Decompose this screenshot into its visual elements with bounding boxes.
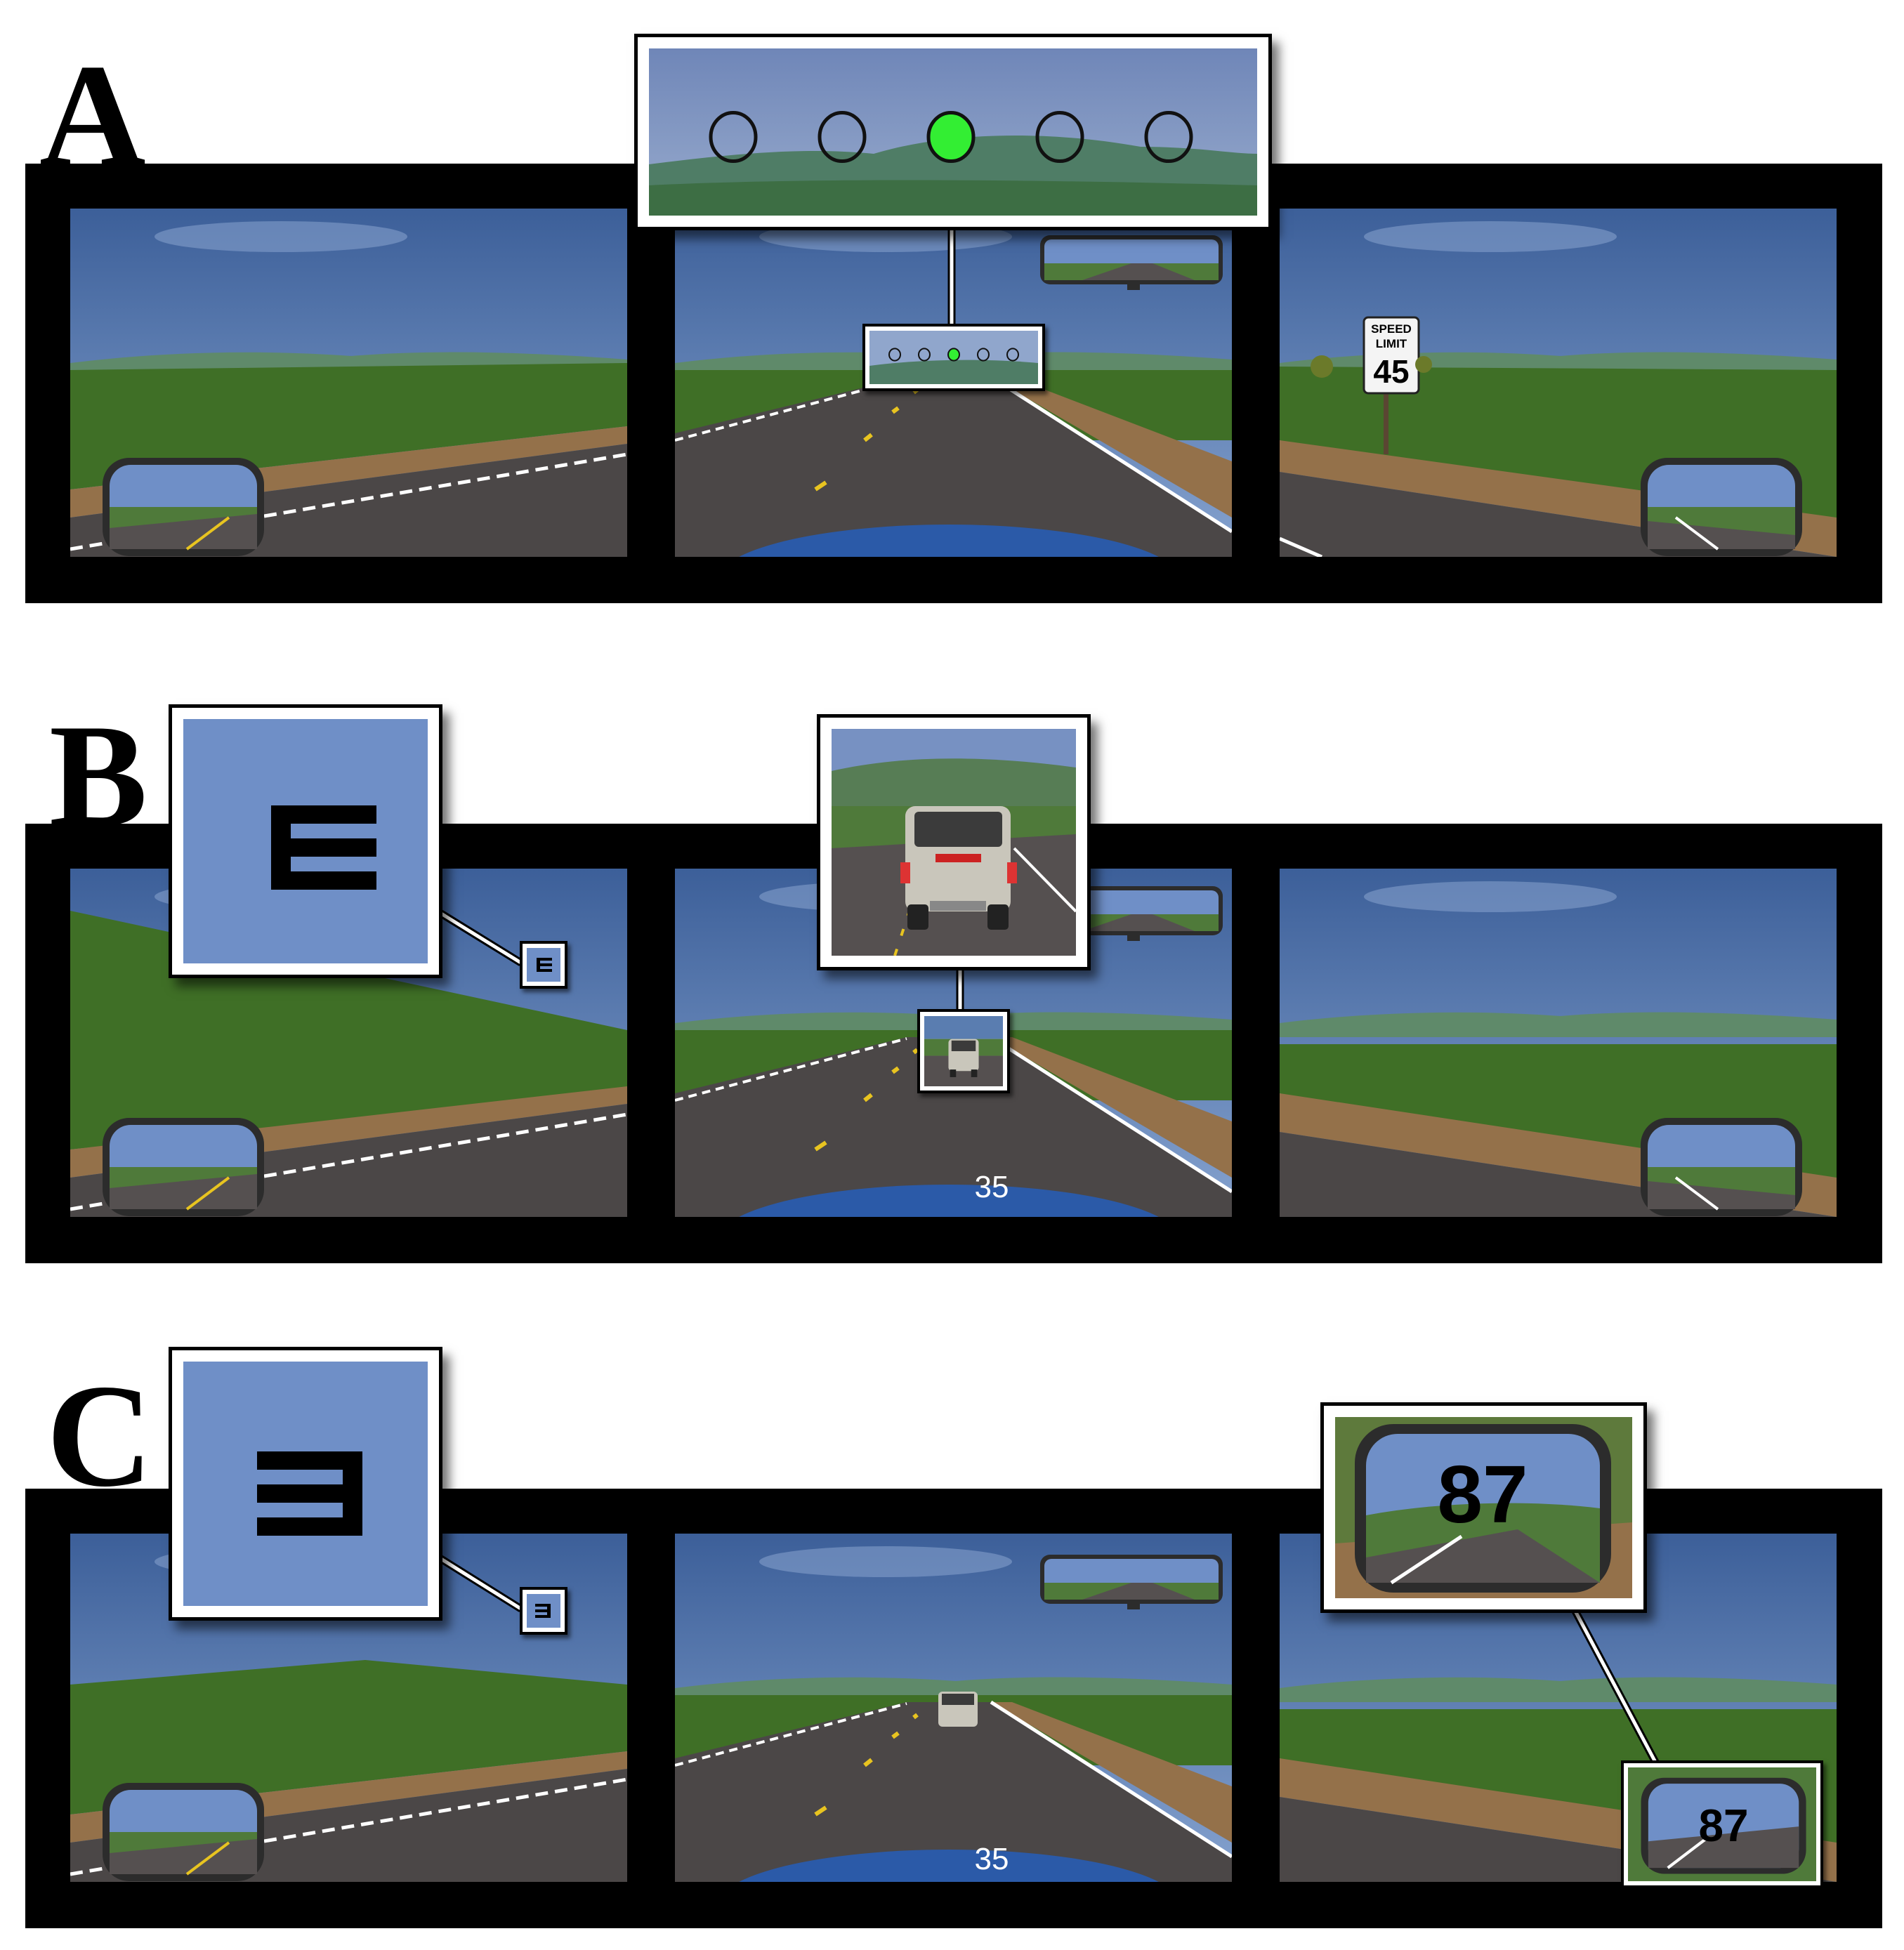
circle-target: [1035, 110, 1084, 164]
lead-vehicle-callout: [817, 714, 1091, 970]
car-hood: [739, 525, 1159, 557]
center-view-scene: [675, 209, 1232, 557]
circle-target: [918, 348, 931, 362]
letter-stimulus-callout: [169, 704, 442, 978]
mirror-number-callout: 87: [1320, 1402, 1647, 1613]
letter-mirrored-e-small: [527, 1594, 560, 1628]
circle-target-row-small: [888, 348, 1019, 362]
left-view-scene: [70, 209, 627, 557]
side-mirror-right: [1641, 1118, 1802, 1216]
speed-limit-sign: SPEED LIMIT 45: [1363, 316, 1420, 454]
circle-targets-inset: [862, 324, 1045, 391]
center-view-scene: [675, 1534, 1232, 1882]
circle-targets-small: [869, 331, 1038, 384]
panel-a-right-screen: SPEED LIMIT 45: [1280, 209, 1837, 557]
speedometer-readout: 35: [974, 1170, 1009, 1204]
rearview-mirror: [1040, 235, 1223, 290]
right-view-scene: SPEED LIMIT 45: [1280, 209, 1837, 557]
sign-line-2: LIMIT: [1376, 337, 1407, 350]
car-hood: [739, 1850, 1159, 1882]
tumbling-e-icon: [271, 805, 376, 890]
panel-c-left-screen: [70, 1534, 627, 1882]
center-view-scene: [675, 869, 1232, 1217]
left-view-scene: [70, 1534, 627, 1882]
side-mirror-left: [103, 1118, 264, 1216]
panel-a-strip: SPEED LIMIT 45: [25, 164, 1882, 603]
lead-vehicle-small: [924, 1016, 1003, 1086]
tumbling-e-mirrored-icon: [257, 1451, 362, 1536]
mirror-number-large: 87: [1437, 1449, 1528, 1540]
panel-a-left-screen: [70, 209, 627, 557]
panel-b-right-screen: [1280, 869, 1837, 1217]
lead-vehicle: [938, 1692, 978, 1727]
tumbling-e-small-icon: [537, 958, 552, 972]
active-circle-target: [947, 348, 960, 362]
rearview-mirror: [1040, 1555, 1223, 1609]
circle-target-row: [709, 110, 1193, 164]
tree-icon: [1311, 355, 1432, 378]
panel-label-c: C: [46, 1355, 153, 1517]
side-mirror-magnified: 87: [1355, 1424, 1611, 1593]
speedometer-readout: 35: [974, 1842, 1009, 1876]
side-mirror-left: [103, 1783, 264, 1881]
mirror-number-small-text: 87: [1699, 1800, 1749, 1852]
circle-target: [888, 348, 901, 362]
sign-number: 45: [1373, 353, 1409, 390]
side-mirror-left: [103, 458, 264, 556]
circle-target: [1006, 348, 1019, 362]
lead-vehicle-inset: [917, 1009, 1010, 1093]
circle-targets-magnified: [649, 48, 1257, 216]
letter-mirrored-e-magnified: [183, 1362, 428, 1606]
sign-line-1: SPEED: [1371, 322, 1412, 336]
letter-stimulus-callout: [169, 1347, 442, 1621]
circle-target: [818, 110, 867, 164]
letter-stimulus-inset: [520, 1587, 567, 1635]
car-hood: [739, 1185, 1159, 1217]
active-circle-target: [926, 110, 976, 164]
mirror-number-inset: 87: [1621, 1760, 1823, 1888]
tumbling-e-mirrored-small-icon: [535, 1604, 551, 1618]
circle-target: [977, 348, 990, 362]
panel-a-center-screen: [675, 209, 1232, 557]
letter-e-small: [527, 948, 560, 982]
panel-c-center-screen: [675, 1534, 1232, 1882]
letter-stimulus-inset: [520, 941, 567, 989]
panel-b-center-screen: [675, 869, 1232, 1217]
vehicle-rear-icon: [900, 806, 1017, 930]
circle-target: [1144, 110, 1193, 164]
mirror-number-magnified: 87: [1335, 1417, 1632, 1598]
letter-e-magnified: [183, 719, 428, 963]
right-view-scene: [1280, 869, 1837, 1217]
circle-targets-callout: [634, 34, 1272, 230]
mirror-number-small: 87: [1628, 1767, 1816, 1881]
side-mirror-right: [1641, 458, 1802, 556]
lead-vehicle-magnified: [832, 729, 1076, 956]
circle-target: [709, 110, 758, 164]
